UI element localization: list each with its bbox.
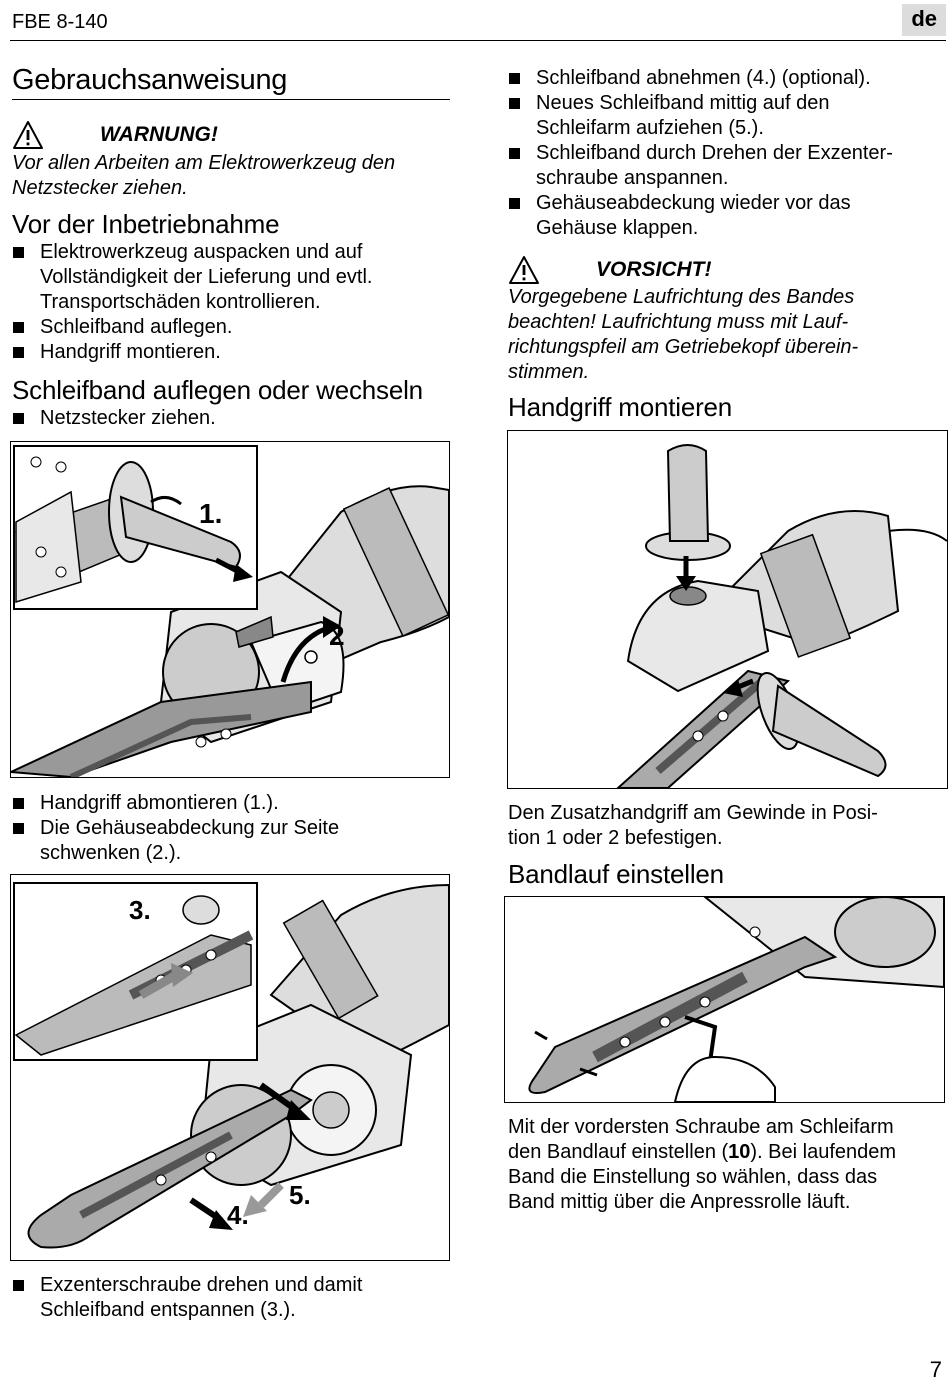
figure-belt-replace: 3. 4. 5. [10, 874, 450, 1261]
page-number: 7 [929, 1357, 942, 1382]
list-item: Gehäuseabdeckung wieder vor das Gehäuse … [508, 191, 948, 241]
caution-row: VORSICHT! [508, 255, 712, 285]
list-item: Netzstecker ziehen. [12, 406, 452, 431]
caution-text: Vorgegebene Laufrichtung des Bandes beac… [508, 286, 859, 383]
list-item: Handgriff montieren. [12, 340, 452, 365]
step-label-4: 4. [227, 1200, 249, 1230]
belt-change-list: Netzstecker ziehen. [12, 406, 452, 431]
step-label-2: 2 [329, 620, 345, 651]
section-heading-before-use: Vor der Inbetriebnahme [12, 209, 280, 239]
list-item: Exzenterschraube drehen und damit Schlei… [12, 1273, 452, 1323]
warning-triangle-icon [13, 121, 43, 149]
caution-label: VORSICHT! [596, 258, 712, 281]
after-fig1-list: Handgriff abmontieren (1.). Die Gehäusea… [12, 791, 452, 866]
belt-tracking-illustration [528, 897, 944, 1102]
document-model: FBE 8-140 [12, 11, 108, 33]
warning-row: WARNUNG! [12, 120, 218, 150]
list-item: Schleifband durch Drehen der Exzenter- s… [508, 141, 948, 191]
handle-instruction: Den Zusatzhandgriff am Gewinde in Posi- … [508, 802, 878, 849]
page-title: Gebrauchsanweisung [12, 64, 288, 96]
belt-replace-illustration [13, 882, 449, 1249]
caution-triangle-icon [509, 256, 539, 284]
figure-remove-handle: 1. 2 [10, 441, 450, 778]
tracking-instruction: Mit der vordersten Schraube am Schleifar… [508, 1116, 897, 1213]
list-item: Elektrowerkzeug auspacken und auf Vollst… [12, 240, 452, 315]
section-heading-belt-change: Schleifband auflegen oder wechseln [12, 375, 423, 405]
section-heading-handle: Handgriff montieren [508, 392, 733, 422]
language-badge: de [902, 4, 946, 36]
list-item: Schleifband auflegen. [12, 315, 452, 340]
belt-steps-list: Schleifband abnehmen (4.) (optional). Ne… [508, 66, 948, 241]
handle-mount-illustration [616, 444, 947, 788]
belt-sander-illustration [11, 445, 449, 777]
title-underline [12, 99, 450, 100]
list-item: Neues Schleifband mittig auf den Schleif… [508, 91, 948, 141]
warning-text: Vor allen Arbeiten am Elektrowerkzeug de… [12, 152, 396, 199]
figure-mount-handle [507, 430, 948, 789]
step-label-1: 1. [199, 498, 223, 529]
list-item: Die Gehäuseabdeckung zur Seite schwenken… [12, 816, 452, 866]
after-fig2-list: Exzenterschraube drehen und damit Schlei… [12, 1273, 452, 1323]
step-label-3: 3. [129, 895, 151, 925]
warning-label: WARNUNG! [100, 123, 218, 146]
list-item: Handgriff abmontieren (1.). [12, 791, 452, 816]
section-heading-belt-tracking: Bandlauf einstellen [508, 859, 724, 889]
header-divider [10, 40, 946, 41]
step-label-5: 5. [289, 1180, 311, 1210]
list-item: Schleifband abnehmen (4.) (optional). [508, 66, 948, 91]
figure-belt-tracking [504, 896, 945, 1103]
before-use-list: Elektrowerkzeug auspacken und auf Vollst… [12, 240, 452, 365]
